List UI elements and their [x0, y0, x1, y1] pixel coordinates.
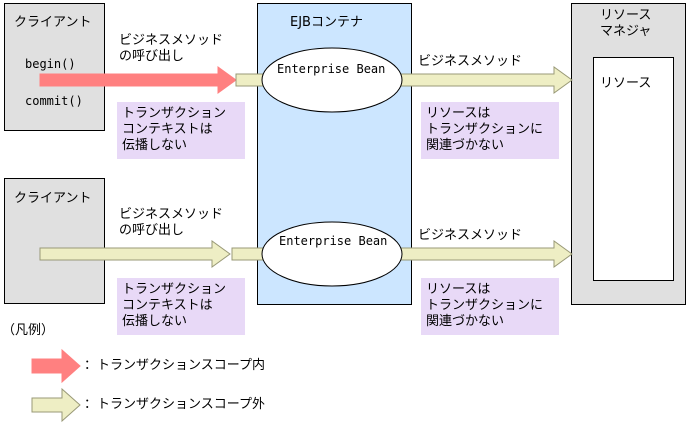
client-title-top: クライアント	[14, 15, 92, 30]
legend-title: （凡例）	[2, 323, 55, 338]
legend-arrow-out-scope	[31, 387, 81, 423]
arrow-out-scope-call-bottom	[39, 240, 231, 268]
method-label-bottom: ビジネスメソッド	[418, 228, 523, 243]
resource-label: リソース	[600, 76, 652, 91]
call-label-top: ビジネスメソッド の呼び出し	[119, 33, 224, 64]
legend-out-scope-label: ：トランザクションスコープ外	[84, 397, 265, 412]
note-context-top-text: トランザクション コンテキストは 伝播しない	[122, 106, 227, 153]
enterprise-bean-ellipse-top	[261, 47, 403, 113]
client-box-bottom	[4, 178, 105, 304]
note-resource-top-text: リソースは トランザクションに 関連づかない	[426, 106, 544, 153]
client-box-top	[4, 3, 105, 131]
note-resource-bottom-text: リソースは トランザクションに 関連づかない	[426, 282, 544, 329]
legend-arrow-in-scope	[31, 348, 81, 384]
call-label-bottom: ビジネスメソッド の呼び出し	[119, 207, 224, 238]
method-label-top: ビジネスメソッド	[418, 54, 523, 69]
enterprise-bean-label-bottom: Enterprise Bean	[279, 234, 388, 248]
commit-call-label: commit()	[25, 94, 83, 108]
note-resource-top	[421, 102, 559, 159]
container-title: EJBコンテナ	[290, 15, 363, 30]
client-title-bottom: クライアント	[14, 191, 92, 206]
arrow-in-scope-call-top	[39, 66, 237, 94]
enterprise-bean-ellipse-bottom	[261, 221, 403, 287]
begin-call-label: begin()	[25, 57, 76, 71]
note-context-top	[117, 102, 245, 159]
note-resource-bottom	[421, 278, 559, 335]
legend-in-scope-label: ：トランザクションスコープ内	[84, 358, 265, 373]
note-context-bottom-text: トランザクション コンテキストは 伝播しない	[122, 282, 227, 329]
resource-manager-title: リソース マネジャ	[600, 8, 652, 39]
resource-box	[593, 57, 674, 281]
enterprise-bean-label-top: Enterprise Bean	[277, 62, 386, 76]
note-context-bottom	[117, 278, 245, 335]
